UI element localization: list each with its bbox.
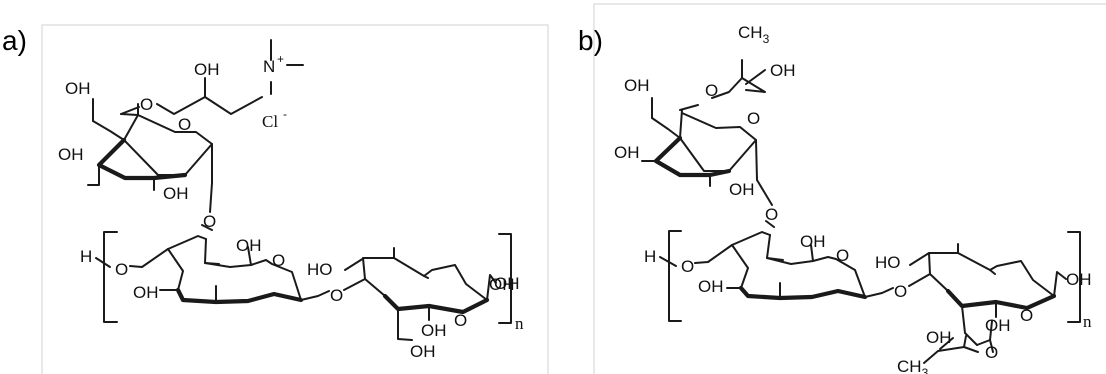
mannose1-b-c6 [765, 220, 784, 261]
mannose2-b-ring [909, 243, 1055, 297]
galactose-b-oh-3: OH [614, 143, 640, 162]
hydroxypropyl-bottom-b [923, 335, 979, 364]
beta-linkage-b [864, 287, 894, 298]
mannose1-b-substituents [726, 244, 814, 299]
mannose2-left [343, 278, 386, 297]
beta-linkage-oxygen: O [330, 286, 343, 305]
hydroxypropyl-bottom-a [976, 320, 994, 353]
nitrogen-charge: + [277, 52, 284, 66]
mannose1-substituents [159, 246, 252, 303]
mannose1-b-upper [694, 231, 771, 264]
o4-oxygen: O [115, 260, 128, 279]
hydroxypropyl-top [679, 77, 766, 111]
mannose1-ring-oxygen: O [272, 251, 285, 270]
galactose-ring-left [92, 120, 125, 141]
mannose2-b-upper [928, 252, 996, 275]
mannose2-b-oh-2: OH [985, 316, 1011, 335]
mannose2-b-left [908, 273, 949, 292]
mannose1-b-ring [731, 244, 866, 298]
hydroxypropyl-bottom-oxygen: O [985, 343, 998, 362]
galactose-b-left [651, 117, 681, 139]
panel-a-frame [41, 24, 549, 374]
mannose2-upper [362, 257, 429, 280]
galactose-substituents [87, 143, 213, 213]
left-bracket-b [668, 230, 682, 322]
mannose2-ring [344, 247, 488, 301]
ether-oxygen: O [140, 95, 153, 114]
mannose1-b-oh-2: OH [800, 232, 826, 251]
galactose-oh-3: OH [58, 145, 84, 164]
panel-b-tag: b) [578, 25, 603, 56]
right-bracket-b [1067, 231, 1081, 323]
mannose2-oh-2: OH [421, 321, 447, 340]
galactose-ring-front [96, 137, 188, 181]
repeat-n: n [515, 314, 524, 333]
mannose2-c6-oh: OH [410, 342, 436, 361]
chloride-label: Cl [262, 112, 278, 131]
mannose1-oh-2: OH [236, 236, 262, 255]
mannose2-substituents [397, 274, 497, 341]
chloride-charge: - [283, 107, 287, 121]
mannose2-b-oh-1-clipped: OH [1066, 270, 1092, 289]
methyl-bottom: CH3 [897, 357, 929, 374]
methyl-top: CH3 [738, 23, 770, 46]
mannose1-b-ring-oxygen: O [836, 246, 849, 265]
mannose2-ring-oxygen: O [454, 311, 467, 330]
repeat-n-b: n [1083, 312, 1092, 331]
panel-a: a) O OH N + Cl - OH O OH OH O n H O [2, 24, 549, 374]
reducing-end-oh: OH [494, 274, 520, 293]
panel-a-tag: a) [2, 25, 27, 56]
mannose2-oh-1: OH [489, 275, 515, 294]
h-bond-b [659, 256, 677, 267]
hydroxypropyl-branches [741, 59, 766, 85]
beta-linkage [300, 290, 330, 301]
galactose-b-oh-4: OH [624, 76, 650, 95]
galactose-oh-4: OH [65, 79, 91, 98]
galactose-b-front [653, 135, 732, 178]
hydroxypropyl-oh: OH [770, 61, 796, 80]
terminal-h: H [80, 247, 92, 266]
mannose1-b-oh-3: OH [698, 277, 724, 296]
o4-oxygen-b: O [681, 257, 694, 276]
mannose2-b-substituents [961, 271, 1067, 346]
mannose1-b-front [738, 285, 868, 301]
mannose2-ho-3: HO [307, 260, 333, 279]
galactose-ring-upper [123, 114, 213, 176]
panel-b: b) O CH3 OH OH O OH OH O n H O OH OH O [578, 3, 1106, 374]
mannose1-oh-3: OH [133, 283, 159, 302]
ether-oxygen-b: O [705, 81, 718, 100]
galactose-ring-oxygen: O [178, 115, 191, 134]
galactose-b-ring [679, 109, 757, 172]
mannose2-b-ring-oxygen: O [1020, 306, 1033, 325]
galactose-b-oh-2: OH [729, 180, 755, 199]
left-bracket [103, 231, 118, 323]
methyl-bottom-3: 3 [922, 366, 929, 374]
mannose2-b-ho-3: HO [875, 253, 901, 272]
ammonium-bonds [270, 39, 304, 95]
mannose1-upper [129, 235, 207, 268]
mannose2-front [382, 293, 490, 315]
panel-b-frame [593, 3, 1106, 374]
right-bracket [498, 233, 512, 324]
mannose1-ring [167, 248, 302, 301]
terminal-h-b: H [644, 247, 656, 266]
glycosidic-oxygen-b: O [765, 205, 778, 224]
methyl-top-ch: CH [738, 23, 763, 42]
galactose-b-substituents [641, 97, 773, 206]
h-bond [95, 257, 111, 268]
hydroxypropyl-bottom-oh: OH [926, 328, 952, 347]
galactose-b-ring-oxygen: O [747, 109, 760, 128]
oh-label: OH [194, 60, 220, 79]
methyl-bottom-ch: CH [897, 357, 922, 374]
mannose2-b-front [945, 288, 1057, 311]
nitrogen-label: N [263, 57, 275, 76]
galactose-oh-2: OH [163, 184, 189, 203]
methyl-top-3: 3 [763, 32, 770, 46]
beta-linkage-b-oxygen: O [894, 282, 907, 301]
mannose1-front [175, 287, 304, 305]
